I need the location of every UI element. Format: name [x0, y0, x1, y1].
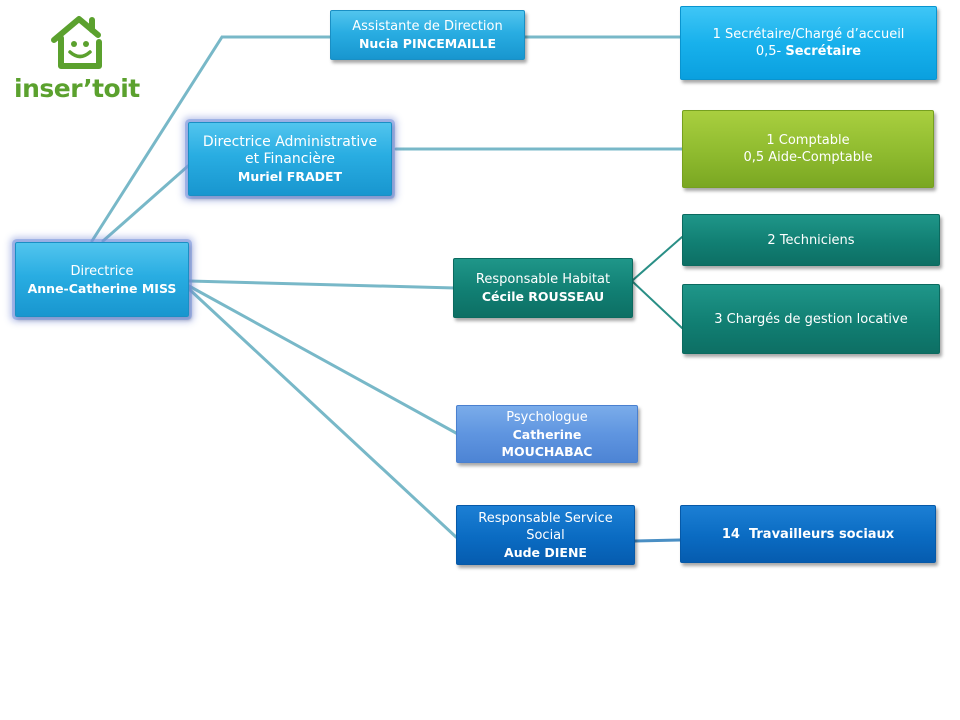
service-social-name: Aude DIENE — [504, 544, 587, 560]
node-comptable[interactable]: 1 Comptable 0,5 Aide-Comptable — [682, 110, 934, 188]
assistante-title: Assistante de Direction — [352, 19, 503, 34]
node-service-social[interactable]: Responsable Service Social Aude DIENE — [456, 505, 635, 565]
connector-directrice-service-social — [187, 287, 458, 539]
node-habitat[interactable]: Responsable Habitat Cécile ROUSSEAU — [453, 258, 633, 318]
node-directrice[interactable]: Directrice Anne-Catherine MISS — [15, 242, 189, 317]
connector-directrice-assistante — [90, 35, 332, 243]
connector-habitat-techniciens — [632, 236, 683, 281]
daf-name: Muriel FRADET — [237, 168, 343, 184]
node-assistante[interactable]: Assistante de Direction Nucia PINCEMAILL… — [330, 10, 525, 60]
gestion-label: 3 Chargés de gestion locative — [714, 311, 908, 327]
comptable-line1: 1 Comptable — [766, 133, 850, 148]
comptable-line2: 0,5 Aide-Comptable — [743, 150, 873, 165]
service-social-title-line2: Social — [526, 527, 565, 543]
assistante-name: Nucia PINCEMAILLE — [358, 36, 497, 51]
habitat-name: Cécile ROUSSEAU — [481, 289, 605, 304]
psychologue-name-line1: Catherine — [512, 426, 582, 442]
service-social-title-line1: Responsable Service — [478, 510, 613, 526]
secretaire-line2: 0,5- Secrétaire — [756, 43, 861, 60]
node-techniciens[interactable]: 2 Techniciens — [682, 214, 940, 266]
node-daf[interactable]: Directrice Administrative et Financière … — [188, 122, 392, 196]
node-secretaire[interactable]: 1 Secrétaire/Chargé d’accueil 0,5- Secré… — [680, 6, 937, 80]
connector-directrice-psychologue — [187, 284, 458, 435]
habitat-title: Responsable Habitat — [475, 272, 611, 287]
daf-title-line2: et Financière — [244, 150, 336, 167]
techniciens-label: 2 Techniciens — [767, 232, 855, 248]
logo-text: inser’toit — [14, 74, 140, 103]
node-psychologue[interactable]: Psychologue Catherine MOUCHABAC — [456, 405, 638, 463]
node-travailleurs-sociaux[interactable]: 14 Travailleurs sociaux — [680, 505, 936, 563]
house-smiley-icon — [51, 16, 102, 69]
connector-directrice-daf — [101, 164, 190, 243]
connector-habitat-gestion — [632, 281, 683, 329]
psychologue-name-line2: MOUCHABAC — [501, 443, 593, 459]
directrice-name: Anne-Catherine MISS — [27, 280, 177, 296]
secretaire-line1: 1 Secrétaire/Chargé d’accueil — [712, 27, 905, 42]
connector-service-social-travailleurs — [633, 538, 682, 543]
daf-title-line1: Directrice Administrative — [202, 133, 378, 150]
travailleurs-label: 14 Travailleurs sociaux — [721, 526, 895, 542]
connector-directrice-habitat — [187, 279, 457, 290]
psychologue-title: Psychologue — [506, 409, 588, 425]
secretaire-line2-prefix: 0,5- — [755, 44, 786, 59]
inser-toit-logo: inser’toit — [14, 12, 144, 104]
node-gestion-locative[interactable]: 3 Chargés de gestion locative — [682, 284, 940, 354]
directrice-title: Directrice — [70, 263, 134, 279]
secretaire-line2-bold: Secrétaire — [785, 44, 862, 59]
